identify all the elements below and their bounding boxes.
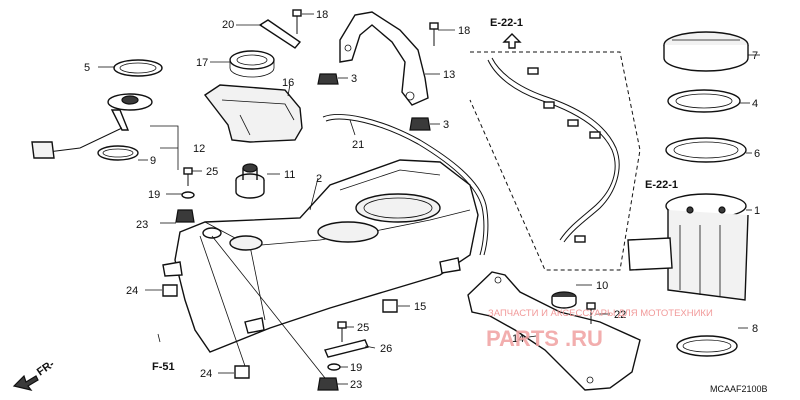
callout-6: 6 bbox=[754, 148, 760, 160]
callout-25a: 25 bbox=[206, 166, 218, 178]
rubber-mount-3a bbox=[317, 73, 339, 85]
bolt-22 bbox=[586, 302, 596, 324]
bolt-18a bbox=[292, 9, 302, 34]
callout-25b: 25 bbox=[357, 322, 369, 334]
diagram-code: MCAAF2100B bbox=[710, 384, 768, 394]
callout-labels: 20 18 18 17 5 3 13 16 3 21 9 12 25 19 23… bbox=[84, 9, 760, 391]
callout-1: 1 bbox=[754, 205, 760, 217]
ref-f51: F-51 bbox=[152, 361, 175, 373]
callout-24a: 24 bbox=[126, 285, 138, 297]
callout-9: 9 bbox=[150, 155, 156, 167]
e22-arrow-icon bbox=[502, 33, 522, 49]
callout-3a: 3 bbox=[351, 73, 357, 85]
washer-19a bbox=[181, 191, 195, 199]
leader-lines bbox=[98, 13, 760, 385]
ref-e22-mid: E-22-1 bbox=[645, 179, 678, 191]
bolt-18b bbox=[429, 22, 439, 46]
callout-8: 8 bbox=[752, 323, 758, 335]
fuel-hose bbox=[322, 114, 489, 256]
watermark-caption: ЗАПЧАСТИ И АКСЕССУАРЫ ДЛЯ МОТОТЕХНИКИ bbox=[488, 308, 713, 319]
collar-24a bbox=[162, 284, 178, 297]
callout-17: 17 bbox=[196, 57, 208, 69]
callout-18a: 18 bbox=[316, 9, 328, 21]
fuel-cap bbox=[235, 163, 265, 199]
stay-26 bbox=[324, 339, 369, 358]
callout-3b: 3 bbox=[443, 119, 449, 131]
callout-15: 15 bbox=[414, 301, 426, 313]
bolt-25b bbox=[337, 321, 347, 342]
heat-shield bbox=[203, 84, 303, 143]
lock-ring-4 bbox=[667, 89, 741, 113]
fuel-tank bbox=[162, 159, 479, 353]
callout-24b: 24 bbox=[200, 368, 212, 380]
hose-subassembly bbox=[469, 51, 641, 271]
o-ring-9 bbox=[97, 145, 139, 161]
callout-18b: 18 bbox=[458, 25, 470, 37]
callout-13: 13 bbox=[443, 69, 455, 81]
callout-12: 12 bbox=[193, 143, 205, 155]
callout-7: 7 bbox=[752, 50, 758, 62]
callout-14: 14 bbox=[512, 333, 524, 345]
bolt-25a bbox=[183, 167, 193, 186]
mount-rubber-23b bbox=[317, 377, 339, 391]
grommet-10 bbox=[551, 291, 577, 309]
callout-22: 22 bbox=[614, 309, 626, 321]
fuel-level-sender bbox=[31, 93, 153, 159]
collar-15 bbox=[382, 299, 398, 313]
o-ring-8 bbox=[676, 335, 738, 357]
lower-bracket bbox=[467, 271, 641, 391]
callout-23a: 23 bbox=[136, 219, 148, 231]
pump-cover-7 bbox=[663, 31, 749, 72]
mount-rubber-23a bbox=[175, 209, 195, 223]
callout-4: 4 bbox=[752, 98, 758, 110]
callout-20: 20 bbox=[222, 19, 234, 31]
callout-19a: 19 bbox=[148, 189, 160, 201]
upper-bracket bbox=[339, 11, 429, 106]
callout-21: 21 bbox=[352, 139, 364, 151]
callout-11: 11 bbox=[284, 169, 295, 181]
callout-26: 26 bbox=[380, 343, 392, 355]
ref-e22-top: E-22-1 bbox=[490, 17, 523, 29]
packing-17 bbox=[229, 50, 275, 78]
callout-23b: 23 bbox=[350, 379, 362, 391]
callout-16: 16 bbox=[282, 77, 294, 89]
ref-front: FR- bbox=[35, 358, 57, 379]
callout-10: 10 bbox=[596, 280, 608, 292]
washer-19b bbox=[327, 363, 341, 371]
fuel-pump-1 bbox=[627, 193, 749, 301]
collar-24b bbox=[234, 365, 250, 379]
packing-5 bbox=[113, 59, 163, 77]
front-arrow-icon bbox=[12, 374, 39, 391]
callout-2: 2 bbox=[316, 173, 322, 185]
callout-19b: 19 bbox=[350, 362, 362, 374]
watermark-logo: PARTS .RU bbox=[486, 326, 603, 351]
rubber-mount-3b bbox=[409, 117, 431, 131]
set-plate-6 bbox=[665, 137, 747, 163]
clamp-20 bbox=[258, 19, 302, 49]
callout-5: 5 bbox=[84, 62, 90, 74]
